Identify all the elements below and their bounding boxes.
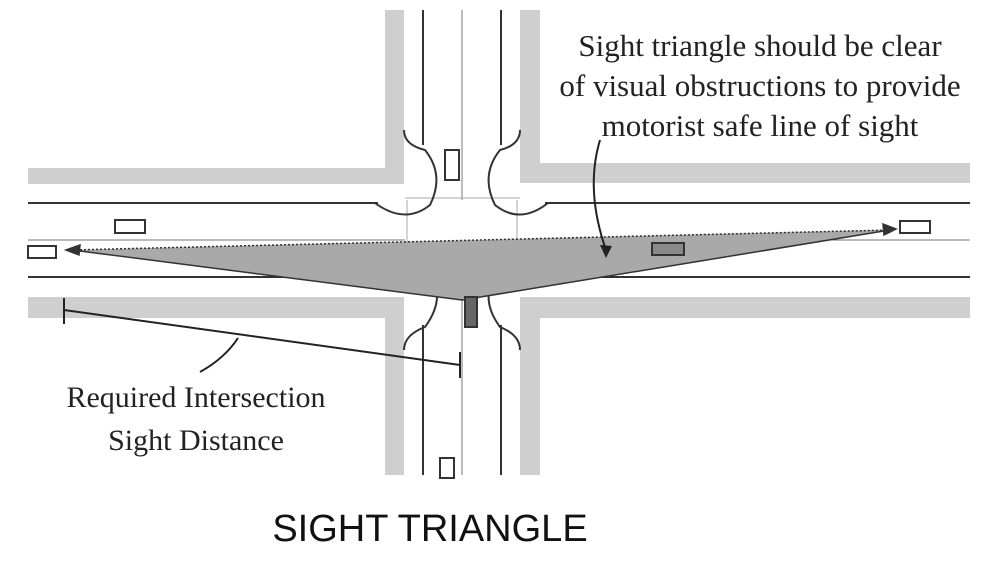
note-leader-arrow bbox=[592, 139, 612, 258]
stopped-vehicle-icon bbox=[464, 296, 478, 328]
sidewalk-lower-left bbox=[28, 297, 404, 475]
sidewalk-upper-left bbox=[28, 10, 404, 184]
sidewalk-upper-right bbox=[520, 10, 970, 183]
vehicle-south-icon bbox=[439, 457, 455, 479]
vehicle-east-upper-icon bbox=[899, 220, 931, 234]
required-distance-dimension bbox=[63, 298, 461, 378]
sight-triangle-note-line-1: Sight triangle should be clear bbox=[578, 28, 942, 63]
sight-line-left bbox=[71, 249, 463, 301]
sight-triangle-note-line-3: motorist safe line of sight bbox=[602, 108, 919, 143]
required-distance-line-2: Sight Distance bbox=[108, 424, 284, 457]
sidewalk-bands bbox=[28, 10, 970, 475]
vehicle-north-icon bbox=[444, 149, 460, 181]
vehicle-west-upper-icon bbox=[114, 219, 146, 234]
vehicle-in-triangle-icon bbox=[651, 242, 685, 256]
sight-line-arrows bbox=[63, 222, 898, 301]
sight-triangle-note-line-2: of visual obstructions to provide bbox=[559, 68, 960, 103]
vehicle-far-west-icon bbox=[27, 245, 57, 259]
arrowhead-right-icon bbox=[882, 222, 898, 237]
vehicles bbox=[27, 149, 931, 479]
sidewalk-lower-right bbox=[520, 297, 970, 475]
required-distance-line-1: Required Intersection bbox=[66, 381, 325, 414]
road-lines bbox=[28, 10, 970, 475]
sight-line-top bbox=[71, 229, 891, 251]
arrowhead-left-icon bbox=[63, 243, 81, 257]
sight-line-right bbox=[461, 229, 891, 301]
caption: SIGHT TRIANGLE bbox=[272, 508, 587, 550]
